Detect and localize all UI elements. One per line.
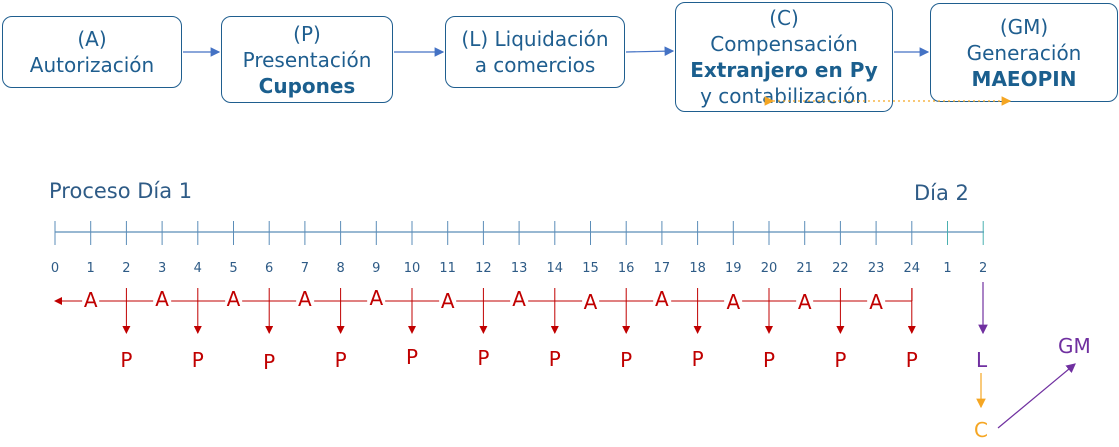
day2-label: Día 2 — [914, 181, 969, 205]
tick-label: 14 — [546, 261, 564, 276]
tick-label: 2 — [122, 261, 131, 276]
tick-label: 8 — [336, 261, 345, 276]
tick-label: 22 — [832, 261, 849, 276]
presentation-label: P — [120, 348, 133, 372]
box-l-line2: a comercios — [474, 53, 596, 77]
tick-label: 16 — [617, 261, 635, 276]
tick-label: 18 — [689, 261, 706, 276]
tick-label: 2 — [979, 261, 988, 276]
tick-label: 20 — [760, 261, 778, 276]
authorization-label: A — [795, 290, 814, 314]
box-autorizacion: (A) Autorización — [2, 16, 182, 88]
tick-label: 11 — [439, 261, 456, 276]
presentation-label: P — [191, 348, 204, 372]
tick-label: 1 — [86, 261, 95, 276]
box-generacion: (GM) Generación MAEOPIN — [930, 3, 1118, 102]
tick-label: 10 — [403, 261, 421, 276]
compensation-label: C — [974, 418, 988, 442]
tick-label: 7 — [300, 261, 310, 276]
presentation-label: P — [762, 348, 776, 372]
presentation-label: P — [691, 347, 704, 371]
presentation-label: P — [334, 348, 347, 372]
authorization-label: A — [438, 289, 457, 313]
box-a-code: (A) — [77, 27, 107, 51]
box-p-bold: Cupones — [258, 73, 356, 98]
tick-label: 13 — [510, 261, 528, 276]
authorization-label: A — [153, 287, 171, 311]
presentation-label: P — [905, 348, 918, 372]
tick-label: 15 — [582, 261, 599, 276]
gm-arrow — [997, 363, 1076, 429]
presentation-label: P — [620, 348, 633, 372]
authorization-label: A — [581, 290, 600, 314]
gm-label: GM — [1058, 334, 1091, 358]
box-p-title: Presentación — [242, 47, 372, 72]
box-presentacion: (P) Presentación Cupones — [221, 16, 393, 103]
authorization-label: A — [224, 287, 243, 311]
tick-label: 12 — [475, 261, 492, 276]
presentation-label: P — [405, 345, 419, 369]
presentation-arrows — [122, 288, 916, 334]
box-l-line1: (L) Liquidación — [461, 27, 609, 51]
tick-label: 21 — [796, 261, 813, 276]
authorization-label: A — [724, 290, 743, 314]
tick-label: 5 — [229, 261, 238, 276]
presentation-label: P — [548, 347, 561, 371]
box-liquidacion: (L) Liquidación a comercios — [445, 16, 625, 88]
authorization-label: A — [867, 290, 885, 314]
presentation-label: P — [263, 350, 276, 374]
box-c-code: (C) — [769, 6, 799, 30]
authorization-label: A — [653, 287, 671, 311]
tick-label: 6 — [265, 261, 274, 276]
authorization-label: A — [367, 286, 386, 310]
tick-label: 9 — [372, 261, 381, 276]
tick-label: 23 — [867, 261, 885, 276]
authorization-label: A — [510, 287, 528, 311]
presentation-label: P — [834, 348, 847, 372]
box-gm-title: Generación — [966, 40, 1082, 65]
tick-label: 4 — [193, 261, 202, 276]
box-gm-code: (GM) — [999, 14, 1049, 39]
box-gm-bold: MAEOPIN — [971, 66, 1077, 91]
day1-label: Proceso Día 1 — [49, 179, 193, 203]
box-c-bold: Extranjero en Py — [690, 58, 878, 82]
tick-label: 17 — [653, 261, 671, 276]
authorization-label: A — [296, 287, 314, 311]
box-compensacion: (C) Compensación Extranjero en Py y cont… — [675, 2, 893, 112]
box-p-code: (P) — [293, 21, 321, 46]
box-a-title: Autorización — [29, 53, 155, 77]
liquidation-label: L — [976, 348, 988, 372]
tick-label: 24 — [903, 261, 921, 276]
tick-label: 0 — [50, 261, 60, 276]
box-c-title: Compensación — [710, 32, 858, 56]
timeline-ticks — [54, 221, 984, 245]
tick-label: 19 — [725, 261, 742, 276]
flow-arrow-l-c — [625, 46, 675, 56]
authorization-label: A — [81, 288, 100, 312]
tick-label: 1 — [943, 261, 952, 276]
tick-label: 3 — [157, 261, 167, 276]
presentation-label: P — [477, 346, 490, 370]
